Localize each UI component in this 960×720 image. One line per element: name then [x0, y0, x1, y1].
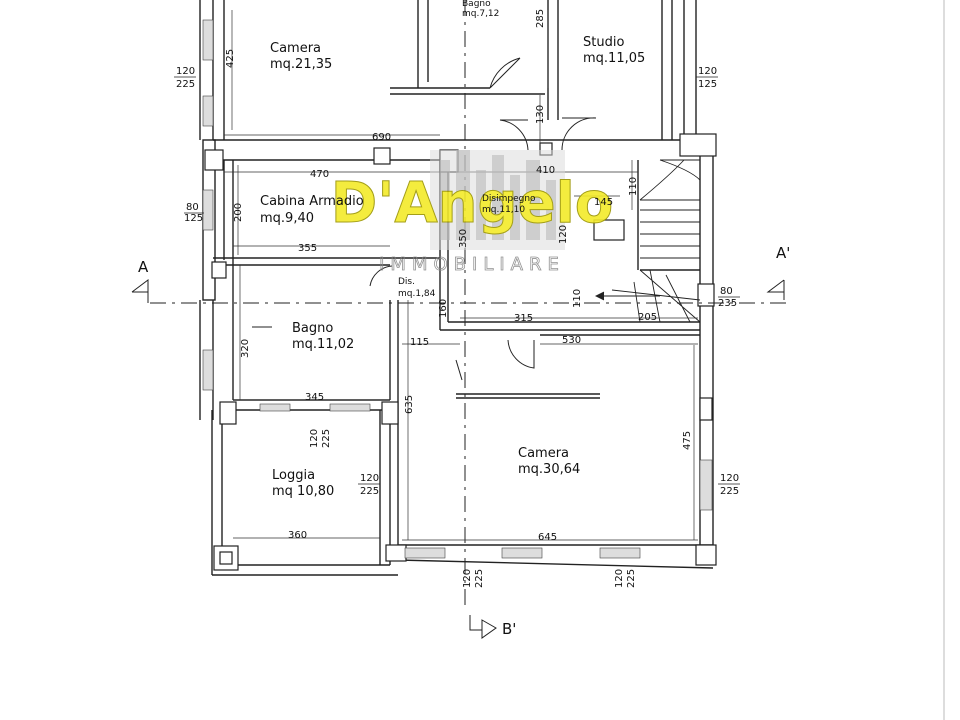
dim-410: 410	[536, 165, 555, 176]
window-5-width: 120	[309, 429, 320, 448]
dim-470: 470	[310, 169, 329, 180]
room-loggia-name: Loggia	[272, 468, 315, 483]
watermark-sub: IMMOBILIARE	[379, 254, 565, 275]
window-4-height: 235	[718, 298, 737, 309]
dim-530: 530	[562, 335, 581, 346]
dim-475: 475	[682, 431, 693, 450]
window-2-height: 125	[698, 79, 717, 90]
dim-110b: 110	[572, 289, 583, 308]
dim-120in: 120	[558, 225, 569, 244]
room-bagno-top-area: mq.7,12	[462, 9, 499, 19]
window-8-height: 225	[474, 569, 485, 588]
dim-345: 345	[305, 392, 324, 403]
section-a-right: A'	[776, 244, 790, 262]
dim-205: 205	[638, 312, 657, 323]
dim-285: 285	[535, 9, 546, 28]
room-studio-name: Studio	[583, 35, 624, 50]
dim-425: 425	[225, 49, 236, 68]
window-labels: 120 225 120 125 80 125 80 235 120 225 12…	[174, 66, 740, 588]
dim-130: 130	[535, 105, 546, 124]
staircase	[594, 159, 701, 323]
dim-690: 690	[372, 132, 391, 143]
room-dis-name: Dis.	[398, 277, 415, 287]
walls	[199, 0, 714, 576]
room-bagno-area: mq.11,02	[292, 337, 354, 352]
pillars	[204, 133, 717, 571]
room-studio-area: mq.11,05	[583, 51, 645, 66]
room-camera1-area: mq.21,35	[270, 57, 332, 72]
room-cabina-name: Cabina Armadio	[260, 194, 364, 209]
dim-160: 160	[438, 299, 449, 318]
room-disimpegno-area: mq.11,10	[482, 205, 525, 215]
dim-350: 350	[458, 229, 469, 248]
window-2-width: 120	[698, 66, 717, 77]
fixtures	[252, 326, 463, 381]
section-lines	[131, 0, 790, 639]
window-9-width: 120	[614, 569, 625, 588]
window-6-height: 225	[360, 486, 379, 497]
window-8-width: 120	[462, 569, 473, 588]
room-loggia-area: mq 10,80	[272, 484, 334, 499]
room-dis-area: mq.1,84	[398, 289, 436, 299]
window-3-height: 125	[184, 213, 203, 224]
watermark-brand: D'Angelo	[331, 171, 614, 236]
dim-635: 635	[404, 395, 415, 414]
dimension-labels: 425 285 130 690 470 410 110 145 200 355 …	[225, 9, 693, 543]
window-3-width: 80	[186, 202, 199, 213]
room-cabina-area: mq.9,40	[260, 211, 314, 226]
section-b: B'	[502, 620, 516, 638]
room-labels: Camera mq.21,35 Bagno mq.7,12 Studio mq.…	[260, 0, 645, 499]
doors	[369, 57, 597, 369]
dim-645: 645	[538, 532, 557, 543]
dim-110a: 110	[628, 177, 639, 196]
window-1-width: 120	[176, 66, 195, 77]
dim-320: 320	[240, 339, 251, 358]
dim-145: 145	[594, 197, 613, 208]
window-5-height: 225	[321, 429, 332, 448]
window-4-width: 80	[720, 286, 733, 297]
section-a-left: A	[138, 258, 149, 276]
dim-200: 200	[233, 203, 244, 222]
room-camera1-name: Camera	[270, 41, 321, 56]
dim-355: 355	[298, 243, 317, 254]
dim-360: 360	[288, 530, 307, 541]
window-1-height: 225	[176, 79, 195, 90]
room-camera2-area: mq.30,64	[518, 462, 580, 477]
room-camera2-name: Camera	[518, 446, 569, 461]
wall-hatch	[202, 19, 713, 559]
window-7-height: 225	[720, 486, 739, 497]
room-disimpegno-name: Disimpegno	[482, 194, 536, 204]
dimension-lines	[224, 10, 698, 541]
window-9-height: 225	[626, 569, 637, 588]
dim-115: 115	[410, 337, 429, 348]
window-6-width: 120	[360, 473, 379, 484]
room-bagno-name: Bagno	[292, 321, 333, 336]
window-7-width: 120	[720, 473, 739, 484]
room-bagno-top-name: Bagno	[462, 0, 491, 9]
dim-315: 315	[514, 313, 533, 324]
watermark-logo: D'Angelo IMMOBILIARE	[330, 150, 614, 275]
